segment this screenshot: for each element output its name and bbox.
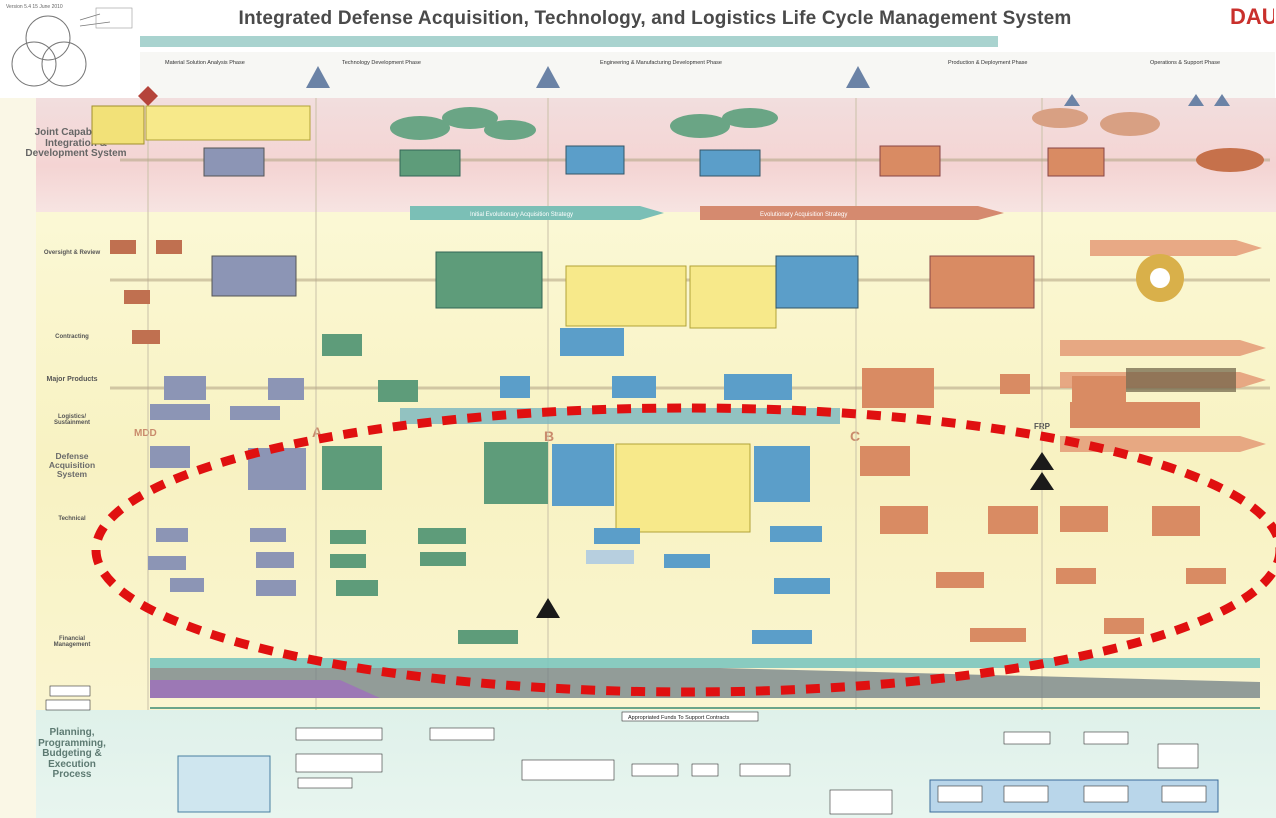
page-title: Integrated Defense Acquisition, Technolo… (238, 8, 1072, 29)
phase-td: Technology Development Phase (342, 60, 421, 66)
phase-msa: Material Solution Analysis Phase (165, 60, 245, 66)
venn-diagram-icon (11, 7, 133, 87)
phase-os: Operations & Support Phase (1150, 60, 1221, 66)
tank-icon (1126, 368, 1236, 392)
dau-logo: DAU (1228, 2, 1274, 30)
phase-strip (140, 52, 1275, 98)
row-label-jcids: Joint Capabilities Integration & Develop… (25, 127, 127, 159)
row-label-major-products: Major Products (46, 376, 98, 383)
milestone-b: B (544, 428, 555, 444)
decision-banner (140, 36, 998, 47)
milestone-mdd: MDD (134, 428, 157, 439)
row-label-oversight: Oversight & Review (43, 250, 101, 256)
row-label-contracting: Contracting (55, 334, 89, 340)
strategy-initial-label: Initial Evolutionary Acquisition Strateg… (470, 212, 573, 218)
strategy-evolutionary-label: Evolutionary Acquisition Strategy (760, 212, 847, 218)
logo-text: DAU (1230, 4, 1274, 29)
version-text: Version 5.4 15 June 2010 (6, 4, 63, 10)
highlight-ellipse (91, 403, 1276, 697)
row-label-ppbe: Planning, Programming, Budgeting & Execu… (38, 727, 106, 780)
phase-emd: Engineering & Manufacturing Development … (600, 60, 722, 66)
milestone-c: C (850, 428, 861, 444)
left-label-column (0, 98, 36, 818)
phase-pd: Production & Deployment Phase (948, 60, 1028, 66)
milestone-triangle-icon (306, 66, 1230, 106)
ppbe-bar-label: Appropriated Funds To Support Contracts (628, 715, 730, 721)
row-label-logistics: Logistics/ Sustainment (53, 414, 90, 426)
row-label-financial: Financial Management (53, 636, 91, 648)
decision-diamond-icon (138, 86, 158, 106)
row-label-technical: Technical (58, 516, 86, 522)
milestone-a: A (312, 424, 323, 440)
row-label-das: Defense Acquisition System (48, 451, 96, 479)
